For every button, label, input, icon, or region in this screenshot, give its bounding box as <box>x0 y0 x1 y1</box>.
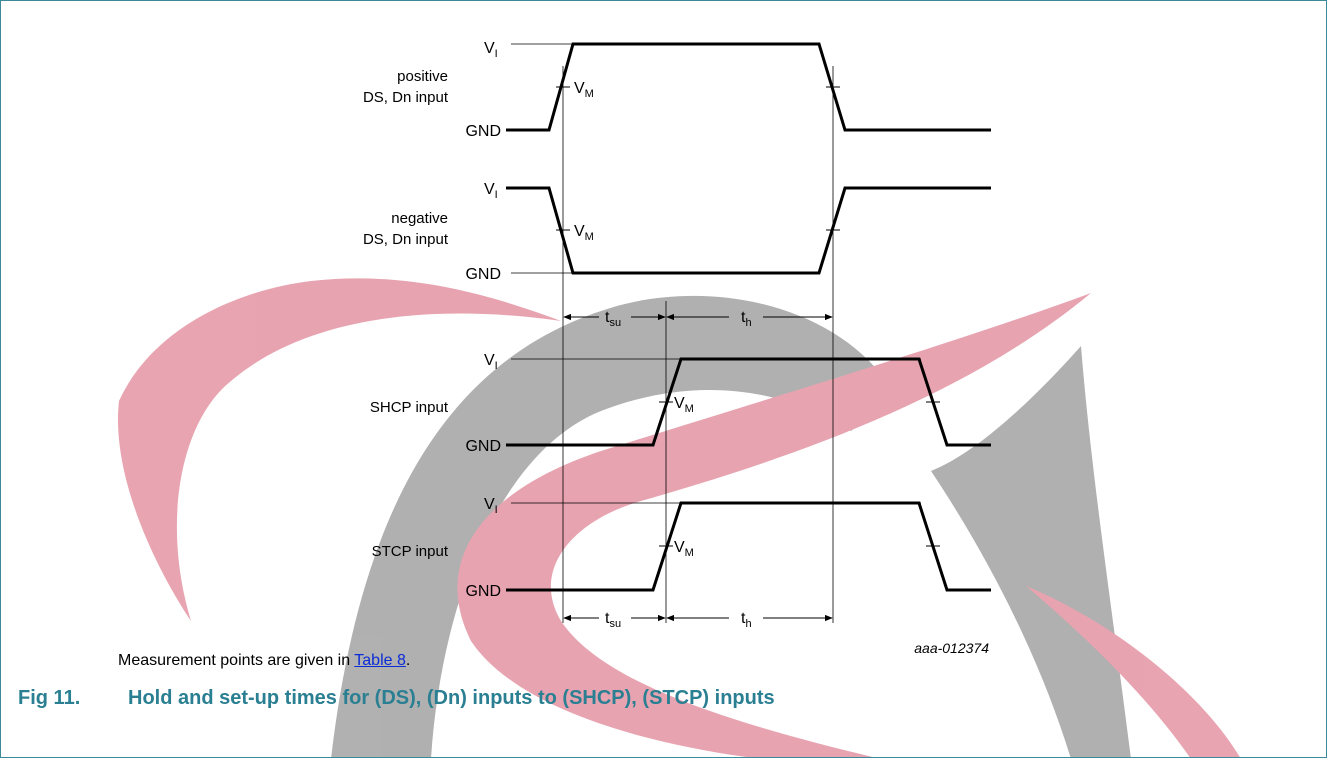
shcp-label: SHCP input <box>370 399 449 416</box>
waveform-shcp <box>506 357 991 447</box>
watermark-pink-swoosh <box>117 278 561 621</box>
ds-positive-gnd-label: GND <box>465 123 501 140</box>
shcp-gnd-label: GND <box>465 438 501 455</box>
th-label-top: th <box>741 309 752 329</box>
ds-negative-label-1: negative <box>391 210 448 227</box>
ds-positive-vm-label: VM <box>574 80 594 100</box>
figure-number: Fig 11. <box>18 687 81 709</box>
figure-id: aaa-012374 <box>914 640 989 656</box>
figure-title: Hold and set-up times for (DS), (Dn) inp… <box>128 687 775 709</box>
waveform-stcp <box>506 501 991 592</box>
ds-positive-label-1: positive <box>397 68 448 85</box>
ds-positive-vi-label: VI <box>484 40 498 60</box>
ds-negative-vm-label: VM <box>574 223 594 243</box>
ds-negative-vi-label: VI <box>484 181 498 201</box>
stcp-gnd-label: GND <box>465 583 501 600</box>
stcp-vi-label: VI <box>484 496 498 516</box>
measurement-note: Measurement points are given in Table 8. <box>118 652 411 669</box>
stcp-label: STCP input <box>372 543 449 560</box>
th-label-bottom: th <box>741 610 752 630</box>
tsu-label-top: tsu <box>605 309 621 329</box>
tsu-label-bottom: tsu <box>605 610 621 630</box>
ds-positive-label-2: DS, Dn input <box>363 89 449 106</box>
vm-ticks <box>556 86 940 547</box>
ds-negative-label-2: DS, Dn input <box>363 231 449 248</box>
shcp-vi-label: VI <box>484 352 498 372</box>
shcp-vm-label: VM <box>674 395 694 415</box>
ds-negative-gnd-label: GND <box>465 266 501 283</box>
watermark-gray-ring <box>331 296 896 757</box>
waveform-ds-negative <box>506 186 991 275</box>
figure-caption: Fig 11. Hold and set-up times for (DS), (… <box>18 687 775 710</box>
watermark-pink-band <box>457 293 1091 757</box>
waveform-ds-positive <box>506 42 991 132</box>
watermark-pink-tail <box>1026 586 1240 757</box>
watermark-gray-arc <box>931 346 1131 757</box>
timing-arrows <box>563 313 833 622</box>
stcp-vm-label: VM <box>674 539 694 559</box>
table-8-link[interactable]: Table 8 <box>354 652 406 669</box>
reference-lines <box>562 66 834 623</box>
